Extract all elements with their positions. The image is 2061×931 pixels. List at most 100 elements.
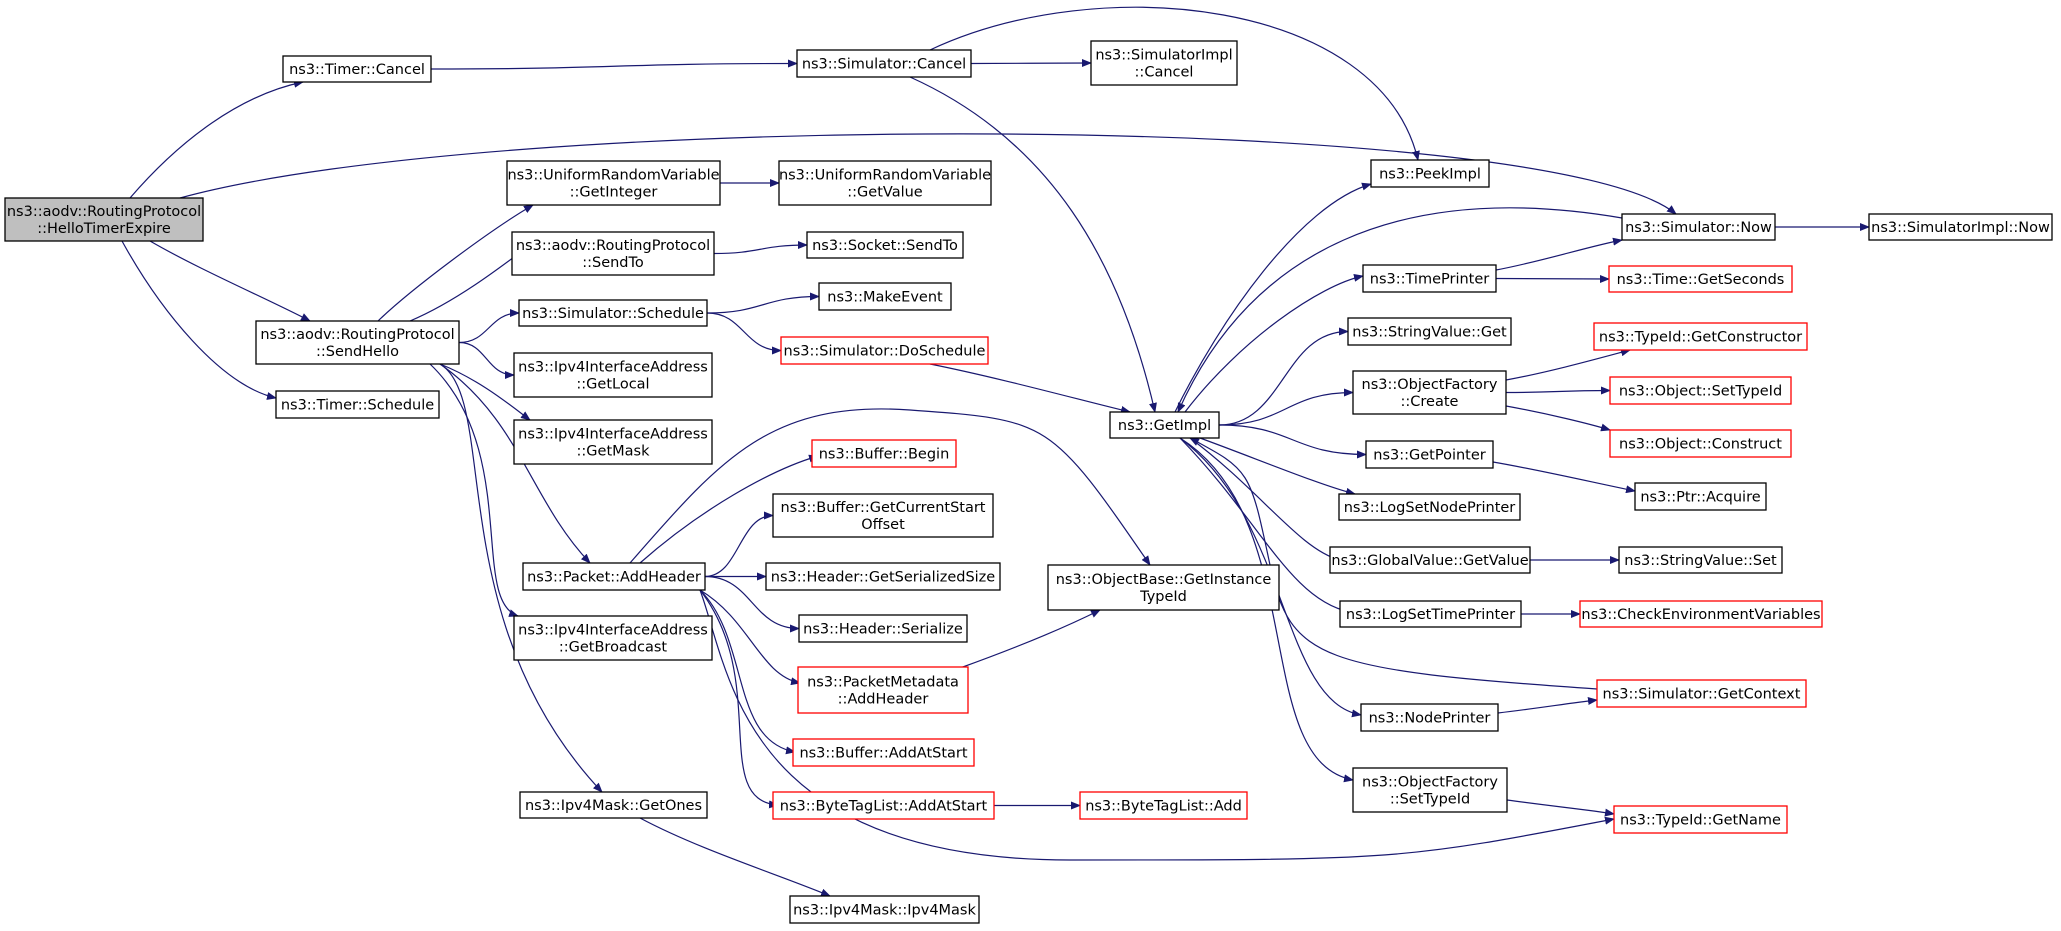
node-simimpl_now[interactable]: ns3::SimulatorImpl::Now xyxy=(1868,213,2053,241)
edge-getimpl-to-globalvalue_getvalue xyxy=(1189,437,1341,562)
node-box xyxy=(1579,600,1823,628)
node-label: ns3::UniformRandomVariable xyxy=(779,168,991,184)
edge-timer_cancel-to-simulator_cancel xyxy=(430,59,798,70)
node-box xyxy=(1593,322,1808,351)
node-ipv4mask_ipv4mask[interactable]: ns3::Ipv4Mask::Ipv4Mask xyxy=(789,895,980,924)
node-logsetnodeprinter[interactable]: ns3::LogSetNodePrinter xyxy=(1338,493,1521,521)
node-label: ns3::Socket::SendTo xyxy=(812,238,958,254)
edge-getimpl-to-nodeprinter xyxy=(1179,437,1362,718)
node-simulator_getcontext[interactable]: ns3::Simulator::GetContext xyxy=(1596,679,1807,708)
node-simulator_now[interactable]: ns3::Simulator::Now xyxy=(1621,213,1776,241)
node-label: ::GetValue xyxy=(847,185,923,201)
node-btl_add[interactable]: ns3::ByteTagList::Add xyxy=(1079,791,1248,820)
node-nodeprinter[interactable]: ns3::NodePrinter xyxy=(1360,703,1499,732)
node-box xyxy=(1621,213,1776,241)
node-peekimpl[interactable]: ns3::PeekImpl xyxy=(1370,159,1490,188)
node-rp_sendto[interactable]: ns3::aodv::RoutingProtocol::SendTo xyxy=(511,231,715,276)
node-hello_timer_expire[interactable]: ns3::aodv::RoutingProtocol::HelloTimerEx… xyxy=(4,197,204,242)
node-btl_addatstart[interactable]: ns3::ByteTagList::AddAtStart xyxy=(772,791,995,820)
node-label: ns3::LogSetTimePrinter xyxy=(1346,607,1515,623)
edge-packet_addheader-to-pm_addheader xyxy=(699,589,801,686)
node-ipv4mask_getones[interactable]: ns3::Ipv4Mask::GetOnes xyxy=(519,791,708,819)
node-box xyxy=(1596,679,1807,708)
edge-packet_addheader-to-buffer_begin xyxy=(639,454,819,564)
node-objectfactory_settypeid[interactable]: ns3::ObjectFactory::SetTypeId xyxy=(1352,767,1508,813)
node-label: ns3::LogSetNodePrinter xyxy=(1344,500,1516,516)
node-socket_sendto[interactable]: ns3::Socket::SendTo xyxy=(806,231,964,259)
node-buffer_begin[interactable]: ns3::Buffer::Begin xyxy=(811,439,957,468)
node-label: ns3::aodv::RoutingProtocol xyxy=(7,204,201,220)
node-label: ns3::MakeEvent xyxy=(827,290,943,306)
node-globalvalue_getvalue[interactable]: ns3::GlobalValue::GetValue xyxy=(1329,546,1531,574)
node-timer_schedule[interactable]: ns3::Timer::Schedule xyxy=(275,390,440,419)
edge-simulator_getcontext-to-getimpl xyxy=(1189,437,1598,690)
edge-getimpl-to-logsettimeprinter xyxy=(1179,437,1351,615)
node-buffer_addatstart[interactable]: ns3::Buffer::AddAtStart xyxy=(792,738,975,767)
node-checkenvvars[interactable]: ns3::CheckEnvironmentVariables xyxy=(1579,600,1823,628)
node-objectfactory_create[interactable]: ns3::ObjectFactory::Create xyxy=(1352,370,1507,415)
node-header_getserializedsize[interactable]: ns3::Header::GetSerializedSize xyxy=(765,562,1001,591)
node-urv_getvalue[interactable]: ns3::UniformRandomVariable::GetValue xyxy=(778,160,992,206)
node-ptr_acquire[interactable]: ns3::Ptr::Acquire xyxy=(1634,482,1767,511)
node-ipv4ia_getbroadcast[interactable]: ns3::Ipv4InterfaceAddress::GetBroadcast xyxy=(513,615,713,661)
edge-objectfactory_create-to-typeid_getconstructor xyxy=(1505,348,1631,381)
node-label: ns3::Header::Serialize xyxy=(803,622,963,638)
node-box xyxy=(772,493,994,538)
edge-simulator_cancel-to-simimpl_cancel xyxy=(970,59,1092,68)
edge-hello_timer_expire-to-timer_cancel xyxy=(129,79,304,199)
node-urv_getinteger[interactable]: ns3::UniformRandomVariable::GetInteger xyxy=(506,160,721,206)
edge-send_hello-to-ipv4ia_getmask xyxy=(439,363,531,421)
node-stringvalue_set[interactable]: ns3::StringValue::Set xyxy=(1618,546,1783,574)
node-box xyxy=(1352,767,1508,813)
node-label: ns3::UniformRandomVariable xyxy=(507,168,719,184)
node-make_event[interactable]: ns3::MakeEvent xyxy=(818,282,952,311)
edge-send_hello-to-simulator_schedule xyxy=(458,309,520,344)
node-box xyxy=(519,791,708,819)
node-simulator_doschedule[interactable]: ns3::Simulator::DoSchedule xyxy=(780,336,989,365)
node-box xyxy=(1609,376,1792,405)
node-label: ::SetTypeId xyxy=(1390,792,1470,808)
edge-packet_addheader-to-objectbase_getinstancetypeid xyxy=(629,408,1151,566)
edge-getimpl-to-stringvalue_get xyxy=(1218,327,1349,426)
node-timeprinter[interactable]: ns3::TimePrinter xyxy=(1362,264,1497,293)
node-label: ns3::Header::GetSerializedSize xyxy=(771,570,996,586)
node-simimpl_cancel[interactable]: ns3::SimulatorImpl::Cancel xyxy=(1090,40,1238,86)
node-label: ns3::Ipv4Mask::Ipv4Mask xyxy=(793,903,976,919)
edge-objectfactory_create-to-object_construct xyxy=(1505,405,1611,432)
node-box xyxy=(1079,791,1248,820)
node-stringvalue_get[interactable]: ns3::StringValue::Get xyxy=(1347,317,1512,346)
node-object_construct[interactable]: ns3::Object::Construct xyxy=(1609,429,1792,458)
node-send_hello[interactable]: ns3::aodv::RoutingProtocol::SendHello xyxy=(255,320,460,365)
node-packet_addheader[interactable]: ns3::Packet::AddHeader xyxy=(522,562,706,591)
node-label: ns3::Simulator::Cancel xyxy=(802,57,966,73)
edge-getimpl-to-getpointer xyxy=(1218,424,1367,459)
node-label: ns3::ByteTagList::Add xyxy=(1085,799,1242,815)
node-ipv4ia_getlocal[interactable]: ns3::Ipv4InterfaceAddress::GetLocal xyxy=(513,352,713,398)
node-box xyxy=(778,160,992,206)
node-label: ns3::Object::SetTypeId xyxy=(1619,384,1782,400)
node-header_serialize[interactable]: ns3::Header::Serialize xyxy=(798,614,968,643)
node-box xyxy=(1370,159,1490,188)
node-logsettimeprinter[interactable]: ns3::LogSetTimePrinter xyxy=(1339,600,1522,628)
node-label: ns3::Packet::AddHeader xyxy=(527,570,701,586)
node-box xyxy=(818,282,952,311)
node-ipv4ia_getmask[interactable]: ns3::Ipv4InterfaceAddress::GetMask xyxy=(513,419,713,465)
node-time_getseconds[interactable]: ns3::Time::GetSeconds xyxy=(1608,265,1793,293)
node-timer_cancel[interactable]: ns3::Timer::Cancel xyxy=(282,55,432,83)
node-typeid_getconstructor[interactable]: ns3::TypeId::GetConstructor xyxy=(1593,322,1808,351)
node-box xyxy=(1339,600,1522,628)
node-typeid_getname[interactable]: ns3::TypeId::GetName xyxy=(1613,805,1788,834)
node-simulator_cancel[interactable]: ns3::Simulator::Cancel xyxy=(796,49,972,78)
node-simulator_schedule[interactable]: ns3::Simulator::Schedule xyxy=(518,299,708,327)
node-getpointer[interactable]: ns3::GetPointer xyxy=(1365,440,1494,469)
node-getimpl[interactable]: ns3::GetImpl xyxy=(1109,411,1220,439)
edge-packet_addheader-to-btl_addatstart xyxy=(699,589,779,809)
node-box xyxy=(513,419,713,465)
node-label: ::GetMask xyxy=(577,444,651,460)
node-pm_addheader[interactable]: ns3::PacketMetadata::AddHeader xyxy=(797,666,969,714)
node-label: ::HelloTimerExpire xyxy=(37,221,171,237)
node-object_settypeid[interactable]: ns3::Object::SetTypeId xyxy=(1609,376,1792,405)
node-box xyxy=(1613,805,1788,834)
